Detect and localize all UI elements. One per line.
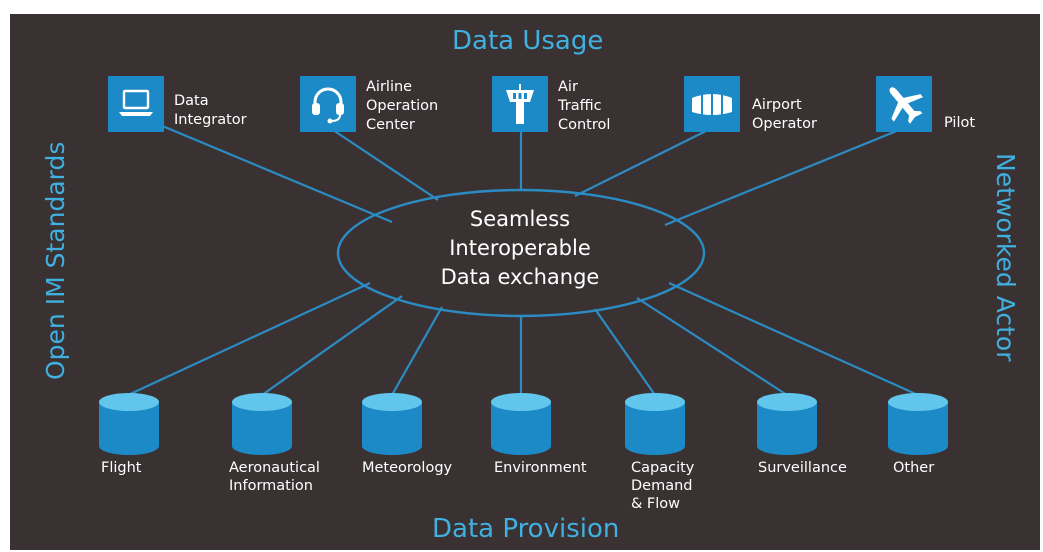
edge-capacity-demand-flow: [594, 308, 656, 396]
source-label-line: Flight: [101, 460, 142, 476]
source-label-line: Aeronautical: [229, 460, 320, 476]
edge-pilot: [664, 126, 905, 227]
usage-label-line: Center: [366, 117, 415, 133]
edge-meteorology: [391, 306, 443, 396]
hub-line: Interoperable: [449, 236, 591, 260]
database-icon: [887, 392, 949, 456]
hub-line: Seamless: [469, 207, 571, 231]
usage-label-airport-operator: Airport Operator: [752, 96, 817, 134]
usage-label-line: Airline: [366, 79, 413, 95]
usage-label-line: Traffic: [558, 98, 602, 114]
usage-label-line: Pilot: [944, 115, 976, 131]
source-label-line: Information: [229, 478, 313, 494]
source-label-other: Other: [893, 459, 934, 477]
source-label-meteorology: Meteorology: [362, 459, 452, 477]
usage-label-air-traffic-control: Air Traffic Control: [558, 78, 610, 135]
headset-icon: [300, 76, 356, 132]
source-label-line: Other: [893, 460, 935, 476]
database-icon: [98, 392, 160, 456]
source-label-surveillance: Surveillance: [758, 459, 847, 477]
source-label-line: Demand: [631, 478, 693, 494]
edge-aeronautical-information: [261, 295, 403, 396]
source-label-capacity-demand-flow: Capacity Demand & Flow: [631, 459, 694, 513]
airport-terminal-icon: [684, 76, 740, 132]
database-icon: [361, 392, 423, 456]
edge-flight: [127, 282, 371, 396]
database-icon: [231, 392, 293, 456]
usage-label-line: Control: [558, 117, 611, 133]
title-data-usage: Data Usage: [452, 26, 604, 56]
usage-label-pilot: Pilot: [944, 114, 975, 133]
airplane-icon: [876, 76, 932, 132]
source-label-line: Meteorology: [362, 460, 453, 476]
hub-ellipse: [336, 188, 706, 318]
title-open-im-standards: Open IM Standards: [41, 141, 70, 380]
database-icon: [490, 392, 552, 456]
database-icon: [756, 392, 818, 456]
edge-airline-operation-center: [329, 127, 439, 201]
laptop-icon: [108, 76, 164, 132]
source-label-line: & Flow: [631, 496, 681, 512]
edge-other: [668, 281, 919, 397]
control-tower-icon: [492, 76, 548, 132]
usage-label-line: Data: [174, 93, 209, 109]
usage-label-data-integrator: Data Integrator: [174, 92, 247, 130]
usage-label-line: Integrator: [174, 112, 247, 128]
hub-line: Data exchange: [440, 265, 600, 289]
hub-label: Seamless Interoperable Data exchange: [395, 205, 645, 292]
edge-surveillance: [636, 297, 788, 396]
source-label-environment: Environment: [494, 459, 587, 477]
source-label-line: Surveillance: [758, 460, 847, 476]
source-label-line: Environment: [494, 460, 587, 476]
database-icon: [624, 392, 686, 456]
title-data-provision: Data Provision: [432, 514, 620, 544]
usage-label-line: Operator: [752, 116, 817, 132]
usage-label-line: Operation: [366, 98, 439, 114]
edge-airport-operator: [574, 127, 713, 197]
source-label-aeronautical-information: Aeronautical Information: [229, 459, 320, 495]
source-label-line: Capacity: [631, 460, 695, 476]
usage-label-airline-operation-center: Airline Operation Center: [366, 78, 438, 135]
edge-data-integrator: [159, 123, 393, 224]
usage-label-line: Air: [558, 79, 578, 95]
source-label-flight: Flight: [101, 459, 141, 477]
title-networked-actor: Networked Actor: [991, 153, 1020, 362]
usage-label-line: Airport: [752, 97, 802, 113]
